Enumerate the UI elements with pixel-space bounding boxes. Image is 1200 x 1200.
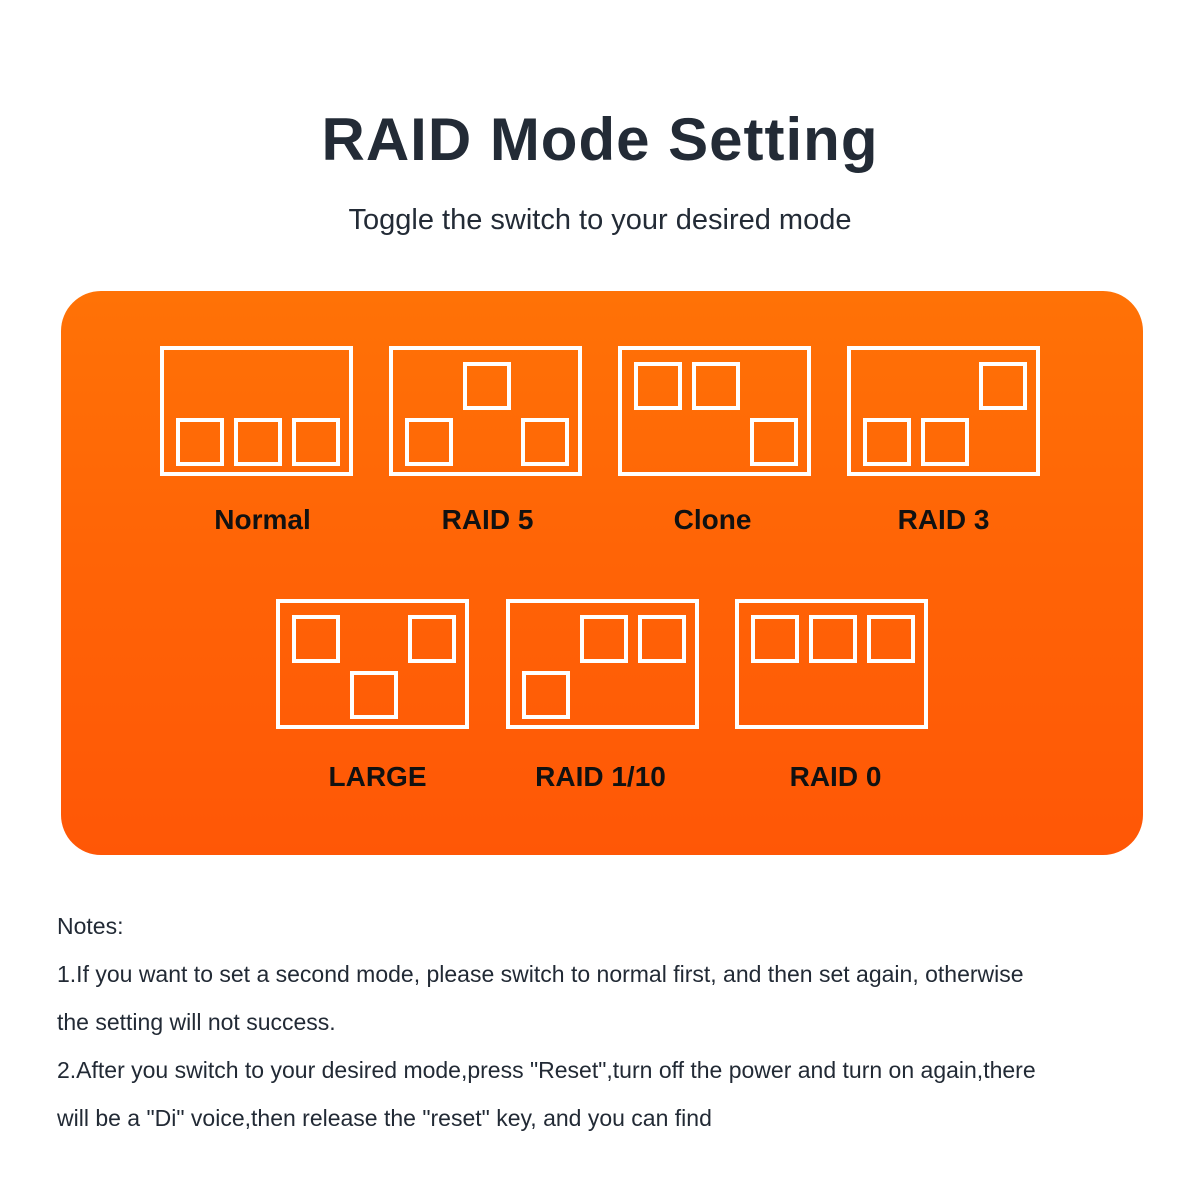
page-title: RAID Mode Setting: [321, 106, 879, 173]
disk-icon: [867, 615, 915, 663]
disk-icon: [750, 418, 798, 466]
note-2-line-2: will be a "Di" voice,then release the "r…: [57, 1105, 712, 1131]
disk-icon: [176, 418, 224, 466]
disk-icon: [292, 615, 340, 663]
disk-icon: [979, 362, 1027, 410]
mode-label: RAID 0: [789, 761, 882, 792]
mode-diagram: [506, 599, 699, 729]
mode-diagram: [847, 346, 1040, 476]
mode-panel: Normal RAID 5 Clone RAID 3: [61, 291, 1143, 855]
disk-icon: [809, 615, 857, 663]
mode-label: Normal: [214, 504, 311, 535]
note-1-line-1: 1.If you want to set a second mode, plea…: [57, 961, 1024, 987]
mode-diagram: [276, 599, 469, 729]
disk-icon: [521, 418, 569, 466]
disk-icon: [580, 615, 628, 663]
mode-diagram: [389, 346, 582, 476]
disk-icon: [463, 362, 511, 410]
disk-icon: [638, 615, 686, 663]
disk-icon: [863, 418, 911, 466]
disk-icon: [350, 671, 398, 719]
mode-label: RAID 3: [897, 504, 990, 535]
note-2-line-1: 2.After you switch to your desired mode,…: [57, 1057, 1036, 1083]
note-1-line-2: the setting will not success.: [57, 1009, 336, 1035]
page-subtitle: Toggle the switch to your desired mode: [348, 204, 852, 236]
disk-icon: [405, 418, 453, 466]
mode-label: LARGE: [328, 761, 427, 792]
mode-diagram: [735, 599, 928, 729]
disk-icon: [921, 418, 969, 466]
disk-icon: [408, 615, 456, 663]
mode-label: Clone: [673, 504, 752, 535]
mode-label: RAID 5: [441, 504, 534, 535]
mode-label: RAID 1/10: [535, 761, 666, 792]
notes-section: Notes: 1.If you want to set a second mod…: [57, 902, 1157, 1142]
notes-heading: Notes:: [57, 913, 124, 939]
disk-icon: [634, 362, 682, 410]
disk-icon: [292, 418, 340, 466]
disk-icon: [522, 671, 570, 719]
mode-diagram: [618, 346, 811, 476]
disk-icon: [751, 615, 799, 663]
disk-icon: [234, 418, 282, 466]
disk-icon: [692, 362, 740, 410]
mode-diagram: [160, 346, 353, 476]
